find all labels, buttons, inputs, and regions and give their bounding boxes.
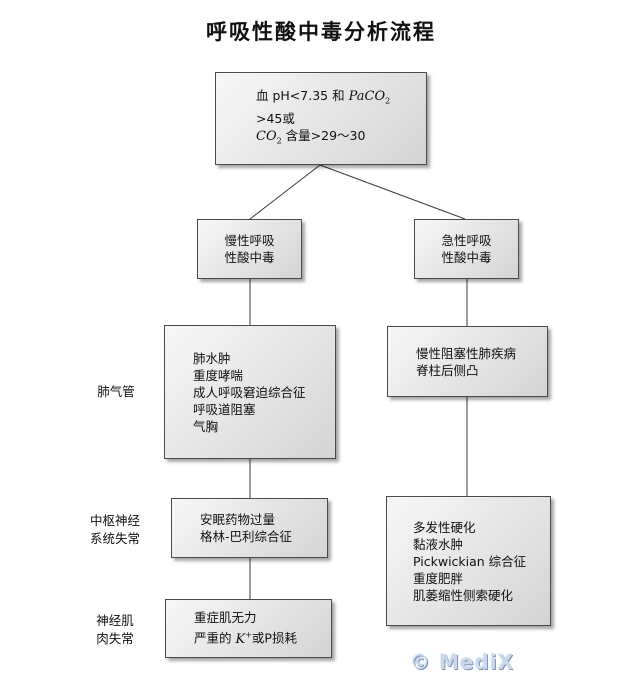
cause-item: 脊柱后侧凸	[416, 362, 479, 378]
acute-acidosis-box: 急性呼吸 性酸中毒	[414, 219, 519, 279]
lung-causes-box: 肺水肿 重度哮喘 成人呼吸窘迫综合征 呼吸道阻塞 气胸	[164, 325, 336, 459]
cause-item: 重症肌无力	[194, 610, 257, 626]
medix-watermark: © MediX	[410, 650, 515, 674]
box-line: 急性呼吸	[441, 233, 492, 248]
cause-item: Pickwickian 综合征	[413, 553, 527, 569]
cause-item: 肌萎缩性侧索硬化	[413, 587, 514, 603]
cause-item: 成人呼吸窘迫综合征	[193, 384, 306, 400]
box-line: 性酸中毒	[224, 250, 275, 265]
link-root-chronic	[249, 164, 321, 220]
side-label-cns: 中枢神经 系统失常	[89, 513, 140, 546]
chronic-acidosis-box: 慢性呼吸 性酸中毒	[197, 219, 302, 279]
cause-item: 重度哮喘	[193, 367, 244, 383]
side-label-neuro: 神经肌 肉失常	[96, 613, 134, 646]
cause-item: 肺水肿	[193, 350, 231, 366]
side-label-lung: 肺气管	[97, 384, 135, 399]
cause-item: 慢性阻塞性肺疾病	[416, 345, 517, 361]
cns-causes-box: 安眠药物过量 格林-巴利综合征	[171, 498, 328, 558]
root-line-3: CO2 含量>29～30	[256, 128, 366, 146]
box-line: 性酸中毒	[441, 250, 492, 265]
cause-item: 安眠药物过量	[200, 512, 276, 527]
cause-item: 重度肥胖	[413, 570, 464, 586]
cause-item: 严重的 K+或P损耗	[194, 630, 297, 647]
acute-other-causes-box: 多发性硬化 黏液水肿 Pickwickian 综合征 重度肥胖 肌萎缩性侧索硬化	[386, 496, 551, 626]
cause-item: 呼吸道阻塞	[193, 401, 256, 417]
box-line: 慢性呼吸	[224, 233, 275, 248]
root-line-2: >45或	[256, 111, 295, 126]
root-criteria-box: 血 pH<7.35 和 PaCO2 >45或 CO2 含量>29～30	[215, 72, 427, 165]
cause-item: 黏液水肿	[413, 536, 464, 552]
root-line-1: 血 pH<7.35 和 PaCO2	[256, 88, 391, 106]
cause-item: 气胸	[193, 418, 219, 434]
acute-causes-box: 慢性阻塞性肺疾病 脊柱后侧凸	[387, 326, 548, 397]
cause-item: 格林-巴利综合征	[200, 529, 293, 544]
page-title: 呼吸性酸中毒分析流程	[206, 20, 436, 44]
link-root-acute	[319, 164, 466, 220]
neuro-causes-box: 重症肌无力 严重的 K+或P损耗	[165, 599, 332, 658]
cause-item: 多发性硬化	[413, 519, 476, 535]
